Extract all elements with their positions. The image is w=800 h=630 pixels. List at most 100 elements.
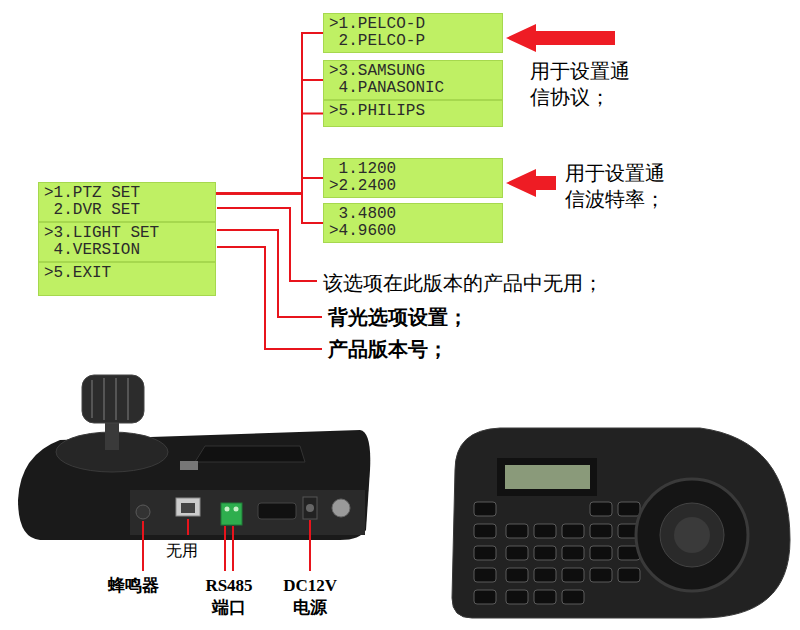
menu-item-text: >4.9600: [329, 223, 396, 240]
menu-connector: [216, 114, 323, 194]
label-holder: 背光选项设置；: [328, 304, 468, 330]
terminal-screw: [225, 507, 230, 512]
top-key: [180, 461, 198, 470]
lcd-menu-box: >5.EXIT: [38, 262, 216, 296]
key: [618, 568, 640, 582]
menu-item-text: >5.EXIT: [44, 265, 111, 282]
leader-line: [232, 526, 234, 571]
menu-item-text: >3.LIGHT SET: [44, 225, 159, 242]
label-holder: 产品版本号；: [328, 336, 448, 362]
key: [562, 546, 584, 560]
joystick-knob: [82, 375, 144, 423]
joystick-top: [674, 517, 710, 553]
panel-slot: [258, 503, 296, 519]
key: [474, 502, 496, 516]
key: [474, 524, 496, 538]
leader-line: [224, 526, 226, 571]
leader-line: [309, 520, 311, 571]
lcd-menu-box: >1.PELCO-D2.PELCO-P: [323, 13, 503, 53]
menu-item-text: 1.1200: [329, 161, 396, 178]
port-label: DC12V 电源: [283, 575, 337, 619]
port-label: RS485 端口: [205, 575, 252, 619]
label-holder: 无用: [166, 540, 198, 561]
label-holder: DC12V 电源: [283, 575, 337, 619]
label-holder: 蜂鸣器: [108, 575, 159, 597]
key: [534, 590, 556, 604]
rs485-terminal: [221, 503, 242, 525]
label-holder: 该选项在此版本的产品中无用；: [323, 270, 603, 296]
key: [562, 524, 584, 538]
key: [534, 568, 556, 582]
annotation-text: 背光选项设置；: [328, 304, 468, 330]
annotation-text: 用于设置通信协议；: [530, 58, 636, 110]
key: [474, 546, 496, 560]
key: [562, 590, 584, 604]
knob-grip: [115, 378, 117, 420]
key: [534, 524, 556, 538]
knob-grip: [103, 378, 105, 420]
joystick-shaft: [105, 420, 119, 450]
lcd-menu-box: 3.4800>4.9600: [323, 203, 503, 243]
menu-item-text: 3.4800: [329, 206, 396, 223]
rear-panel: [130, 490, 365, 535]
annotation-text: 用于设置通信波特率；: [565, 160, 671, 212]
knob-grip: [91, 380, 93, 418]
port-label: 无用: [166, 540, 198, 561]
menu-item-text: >5.PHILIPS: [329, 103, 425, 120]
lcd-menu-box: 1.1200>2.2400: [323, 158, 503, 198]
label-holder: RS485 端口: [205, 575, 252, 619]
dc-jack-hole: [306, 504, 314, 512]
lcd-hump: [195, 446, 305, 462]
keyboard-body: [18, 430, 370, 540]
menu-item-text: 4.VERSION: [44, 242, 140, 259]
top-view: [452, 428, 790, 618]
joystick-base: [660, 503, 724, 567]
menu-item-text: >1.PTZ SET: [44, 185, 140, 202]
menu-item-text: >1.PELCO-D: [329, 16, 425, 33]
lcd-menu-box: >5.PHILIPS: [323, 100, 503, 127]
key: [590, 568, 612, 582]
terminal-screw: [234, 507, 239, 512]
key: [474, 590, 496, 604]
ground-screw: [332, 499, 350, 517]
rj45-socket: [181, 503, 195, 513]
key: [590, 546, 612, 560]
annotation-text: 该选项在此版本的产品中无用；: [323, 270, 603, 296]
key: [590, 524, 612, 538]
callout-arrow: [506, 24, 615, 52]
callout-arrow: [506, 169, 556, 197]
lcd-screen: [505, 465, 590, 489]
leader-line: [217, 247, 322, 349]
menu-item-text: 4.PANASONIC: [329, 80, 444, 97]
key: [506, 568, 528, 582]
side-view: [18, 375, 370, 540]
joystick-ring: [636, 479, 748, 591]
key: [506, 546, 528, 560]
lcd-menu-box: >1.PTZ SET2.DVR SET: [38, 182, 216, 222]
menu-item-text: 2.PELCO-P: [329, 33, 425, 50]
menu-item-text: 2.DVR SET: [44, 202, 140, 219]
menu-item-text: >2.2400: [329, 178, 396, 195]
key: [534, 546, 556, 560]
leader-line: [142, 521, 144, 571]
menu-connector: [216, 33, 323, 194]
keyboard-body-top: [452, 428, 790, 618]
key: [590, 502, 612, 516]
keypad: [474, 502, 640, 604]
lcd-bezel: [497, 458, 597, 496]
menu-connector: [216, 80, 323, 194]
key: [562, 568, 584, 582]
knob-grip: [127, 378, 129, 420]
leader-line: [187, 519, 189, 535]
rj45-port: [176, 498, 200, 516]
key: [474, 568, 496, 582]
lcd-menu-box: >3.LIGHT SET4.VERSION: [38, 222, 216, 262]
lcd-menu-box: >3.SAMSUNG4.PANASONIC: [323, 60, 503, 100]
key: [618, 502, 640, 516]
buzzer-holes: [136, 505, 150, 519]
leader-line: [217, 208, 317, 281]
label-holder: 用于设置通信波特率；: [565, 160, 671, 212]
label-holder: 用于设置通信协议；: [530, 58, 636, 110]
key: [506, 524, 528, 538]
leader-line: [217, 230, 322, 317]
